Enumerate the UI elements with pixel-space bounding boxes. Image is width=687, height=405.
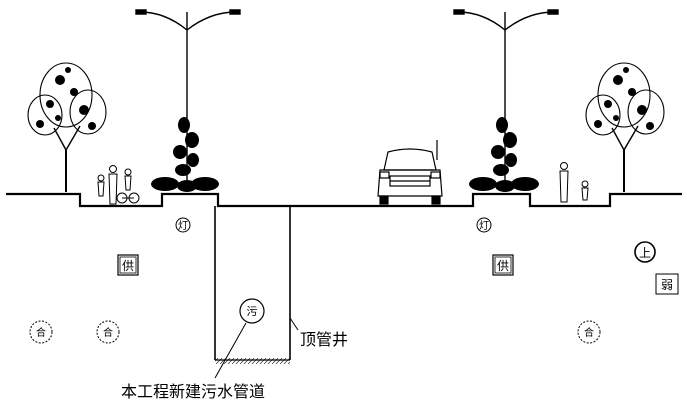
cyclist — [116, 168, 140, 204]
heat-pipe-marker-left: 供 — [117, 254, 139, 276]
pedestrian-right-2 — [581, 180, 589, 201]
lamp-cable-marker-left: 灯 — [175, 217, 191, 233]
new-sewer-label: 本工程新建污水管道 — [121, 382, 265, 401]
jacking-well — [214, 206, 291, 364]
car — [377, 140, 443, 205]
jacking-well-leader — [289, 317, 299, 331]
pedestrian-left-2 — [108, 165, 118, 205]
svg-text:灯: 灯 — [178, 220, 188, 232]
water-pipe-marker: 上 — [634, 241, 656, 263]
svg-text:合: 合 — [103, 326, 113, 339]
heat-pipe-marker-right: 供 — [492, 254, 514, 276]
street-light-right — [453, 9, 559, 186]
svg-text:供: 供 — [497, 259, 509, 273]
svg-text:供: 供 — [122, 259, 134, 273]
telecom-marker-3: 合 — [577, 320, 601, 344]
tree-right — [585, 62, 665, 192]
svg-text:上: 上 — [639, 246, 651, 260]
pedestrian-left — [97, 174, 105, 197]
pedestrian-right — [559, 162, 569, 203]
jacking-well-label: 顶管井 — [300, 330, 348, 349]
svg-text:污: 污 — [247, 305, 258, 318]
svg-text:合: 合 — [584, 326, 594, 339]
shrub-left — [151, 117, 219, 192]
weak-current-marker: 弱 — [655, 273, 679, 295]
svg-text:弱: 弱 — [661, 278, 673, 292]
telecom-marker-1: 合 — [29, 320, 53, 344]
ground-line — [6, 192, 682, 208]
svg-text:合: 合 — [36, 326, 46, 339]
sewer-pipe-leader — [214, 322, 247, 379]
tree-left — [27, 62, 107, 192]
sewer-pipe-marker: 污 — [239, 298, 265, 324]
lamp-cable-marker-right: 灯 — [476, 217, 492, 233]
street-light-left — [135, 9, 241, 186]
shrub-right — [469, 117, 539, 192]
telecom-marker-2: 合 — [96, 320, 120, 344]
svg-text:灯: 灯 — [479, 220, 489, 232]
